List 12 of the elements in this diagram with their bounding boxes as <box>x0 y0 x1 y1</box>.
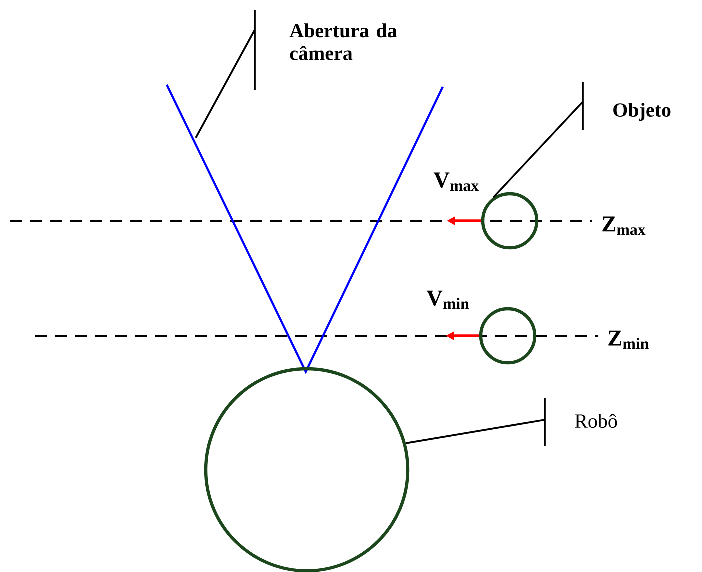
symbol-label: V$_{max}$ <box>434 172 479 192</box>
callout-text: Abertura da câmera <box>290 24 398 60</box>
leader-line <box>195 30 256 138</box>
symbol-label: Z$_{min}$ <box>608 330 649 350</box>
callout-text: Robô <box>575 414 618 428</box>
object-circle <box>479 307 537 365</box>
symbol-label: V$_{min}$ <box>426 290 470 310</box>
symbol-label: Z$_{max}$ <box>602 216 646 236</box>
object-circle <box>481 192 539 250</box>
leader-line <box>406 419 546 444</box>
leader-line <box>492 101 584 198</box>
callout-text: Objeto <box>614 102 671 122</box>
